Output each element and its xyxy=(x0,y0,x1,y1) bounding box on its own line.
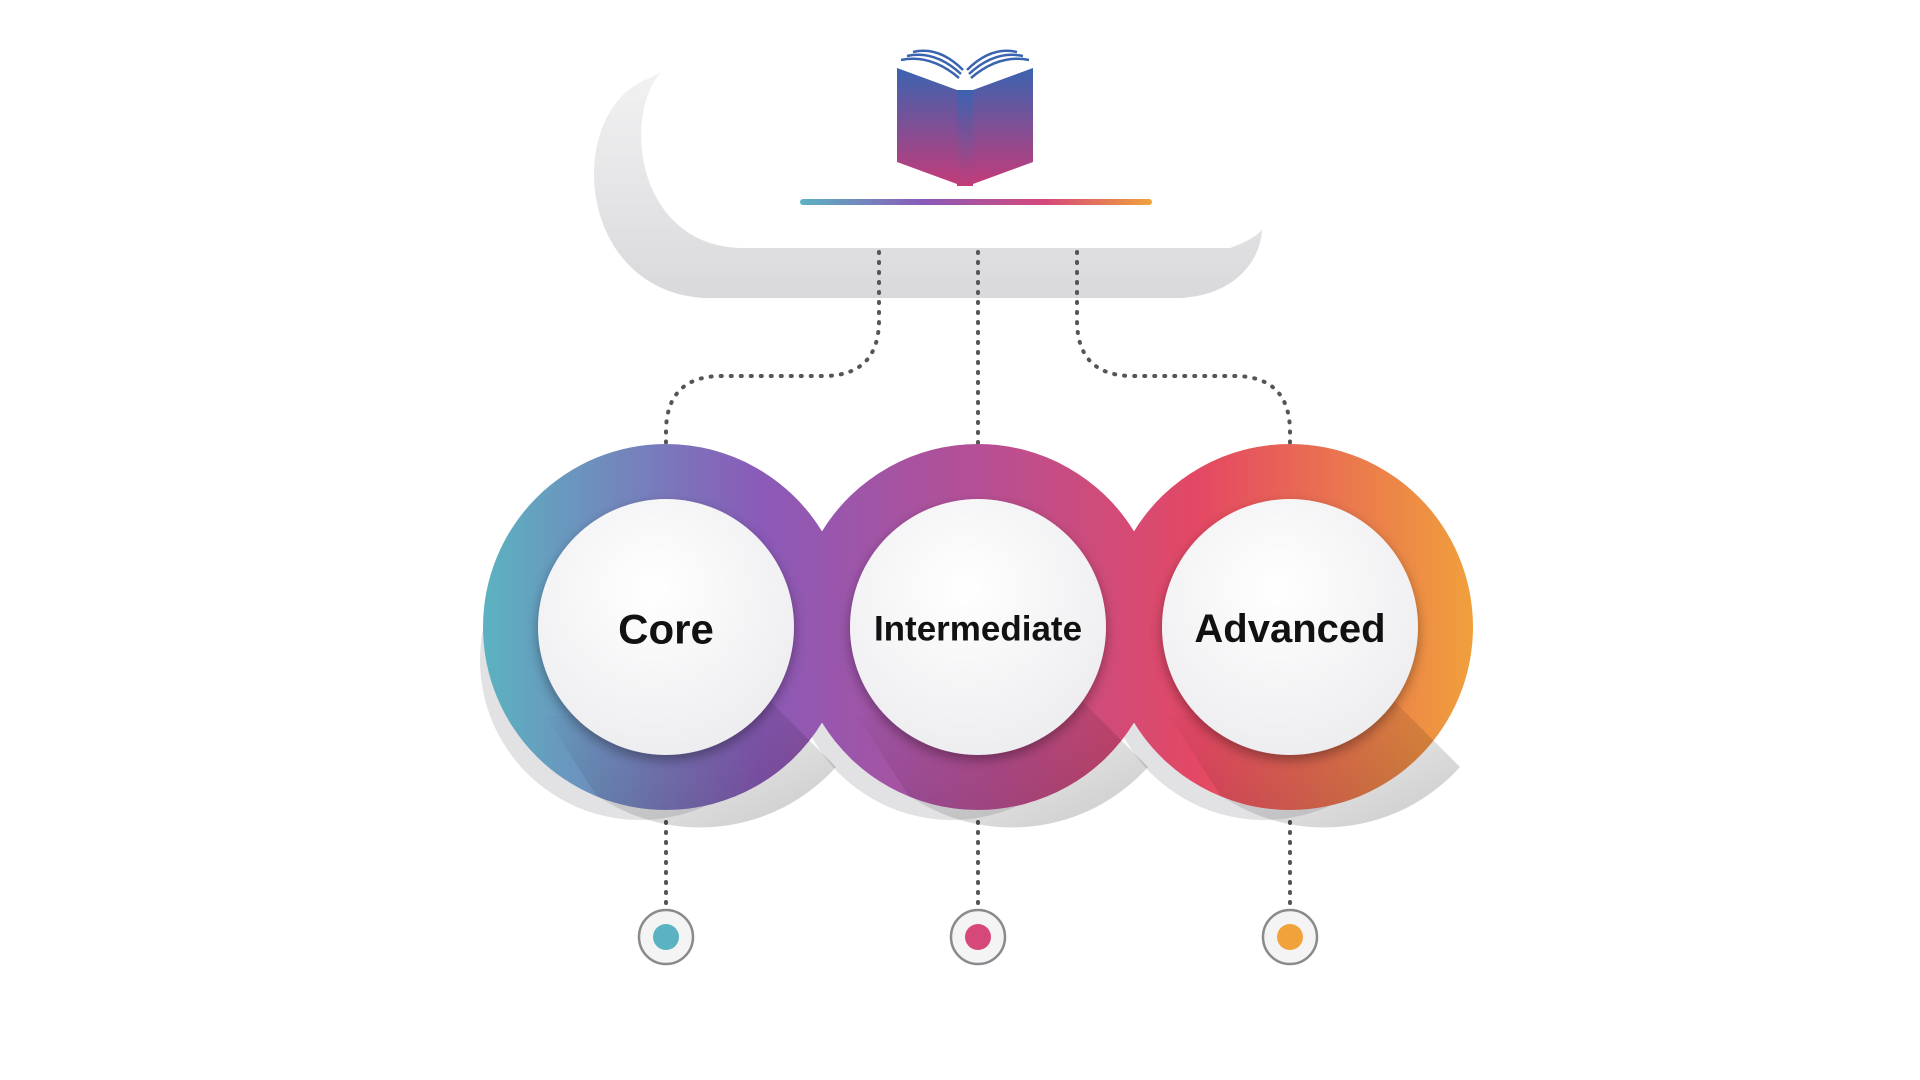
level-node-advanced: Advanced xyxy=(1162,499,1460,828)
level-node-core: Core xyxy=(538,499,836,828)
open-book-icon xyxy=(897,49,1033,186)
marker-core xyxy=(637,908,695,966)
connectors xyxy=(664,250,1292,910)
connector-advanced-top xyxy=(1075,250,1292,446)
connector-core-top xyxy=(664,250,881,446)
marker-advanced xyxy=(1261,908,1319,966)
level-label-intermediate: Intermediate xyxy=(874,610,1082,649)
gradient-divider xyxy=(800,199,1152,205)
level-label-advanced: Advanced xyxy=(1194,607,1385,651)
marker-dot-core xyxy=(653,924,679,950)
level-nodes: Core Intermediate Advanced xyxy=(538,499,1460,828)
level-label-core: Core xyxy=(618,606,714,653)
level-markers xyxy=(637,908,1319,966)
marker-dot-advanced xyxy=(1277,924,1303,950)
level-node-intermediate: Intermediate xyxy=(850,499,1148,828)
marker-intermediate xyxy=(949,908,1007,966)
marker-dot-intermediate xyxy=(965,924,991,950)
